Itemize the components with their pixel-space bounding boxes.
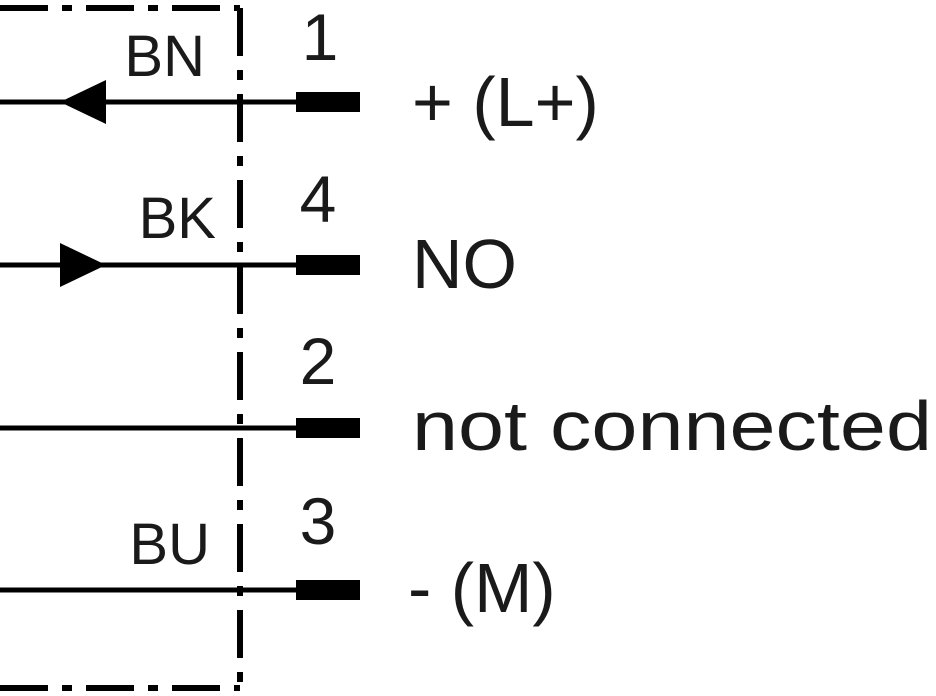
wire-color-label: BK [139, 186, 217, 251]
terminal-pin [296, 418, 360, 438]
pin-row-2: BK 4 NO [0, 162, 517, 303]
pin-number-label: 3 [300, 484, 337, 558]
pin-function-label: - (M) [408, 549, 556, 627]
wire-color-label: BU [129, 512, 210, 577]
pin-row-1: BN 1 + (L+) [0, 0, 599, 141]
pin-row-4: BU 3 - (M) [0, 484, 556, 627]
pin-function-label: NO [412, 225, 517, 303]
arrow-left-icon [60, 80, 106, 124]
pin-number-label: 1 [302, 0, 339, 74]
terminal-pin [296, 580, 360, 600]
terminal-pin [296, 255, 360, 275]
housing-boundary [0, 5, 243, 696]
pin-row-3: 2 not connected [0, 324, 932, 465]
pin-function-label: not connected [412, 387, 932, 465]
pin-function-label: + (L+) [412, 63, 599, 141]
wire-color-label: BN [124, 24, 205, 89]
terminal-pin [296, 92, 360, 112]
pin-number-label: 2 [300, 324, 337, 398]
arrow-right-icon [60, 243, 106, 287]
pin-number-label: 4 [300, 162, 337, 236]
